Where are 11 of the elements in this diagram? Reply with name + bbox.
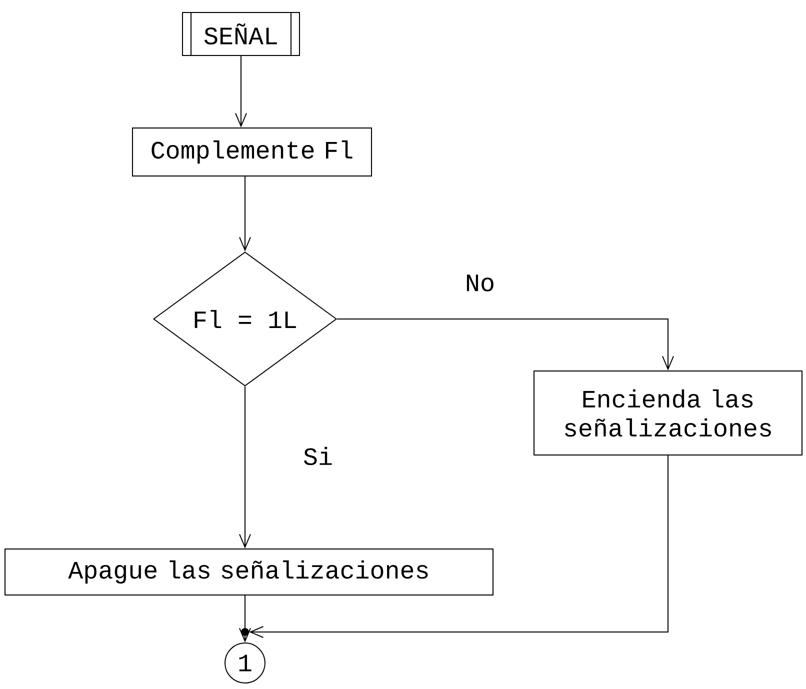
arrow — [239, 176, 251, 252]
arrow — [336, 318, 674, 370]
edge-label: No — [464, 274, 496, 292]
predefined-process-box: SEÑAL — [182, 12, 300, 56]
process-box: Encienda las señalizaciones — [534, 370, 802, 456]
edge-label: Si — [302, 446, 334, 466]
arrow — [235, 56, 247, 128]
process-box: Apague las señalizaciones — [4, 548, 494, 596]
arrow — [249, 455, 668, 638]
arrow — [239, 386, 251, 548]
process-box: Complemente Fl — [132, 128, 372, 176]
